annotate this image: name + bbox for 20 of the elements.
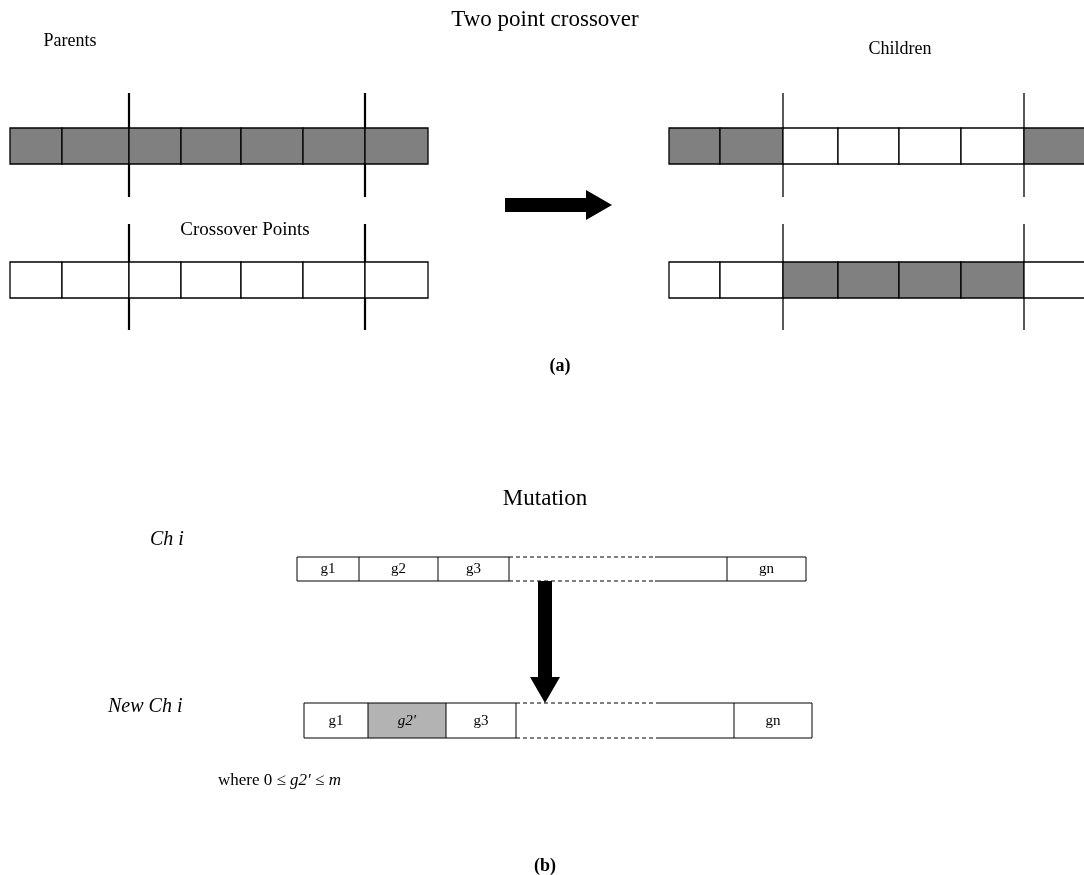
gene-label: g3 [473, 711, 489, 730]
chromosome-name: New Ch i [108, 694, 183, 717]
gene-label: g1 [328, 711, 344, 730]
constraint-note: where 0 ≤ g2′ ≤ m [218, 770, 341, 790]
section-heading: Mutation [502, 485, 588, 512]
annotation-label: Crossover Points [180, 218, 310, 240]
group-heading: Parents [43, 29, 97, 51]
block-arrow [505, 190, 612, 220]
panel-label: (a) [549, 355, 571, 376]
chromosome-name: Ch i [150, 527, 184, 550]
gene-label: gn [759, 560, 774, 578]
block-arrow [530, 581, 560, 703]
gene-label: g2′ [397, 711, 417, 730]
gene-label: g1 [320, 560, 336, 578]
panel-label: (b) [534, 855, 556, 875]
group-heading: Children [868, 37, 932, 59]
diagram-title: Two point crossover [451, 6, 639, 33]
gene-label: g2 [391, 560, 406, 578]
gene-label: g3 [466, 560, 481, 578]
gene-label: gn [765, 711, 781, 730]
